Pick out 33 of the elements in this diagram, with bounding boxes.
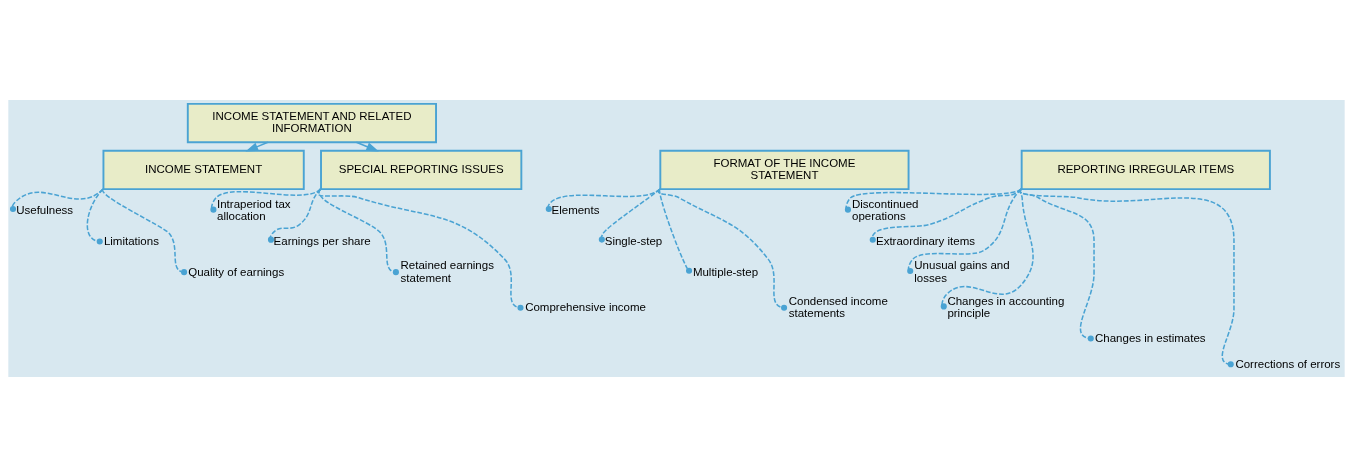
connector [844, 187, 1022, 213]
node-text: Elements [551, 203, 600, 216]
arrow [245, 141, 269, 152]
node-text: Multiple-step [692, 265, 759, 277]
node-text: Changes in accounting principle [947, 294, 1065, 319]
node-box: INCOME STATEMENT AND RELATED INFORMATION [186, 102, 437, 143]
node-text: Intraperiod tax allocation [217, 197, 291, 222]
node-text: Corrections of errors [1235, 357, 1341, 370]
node-box: REPORTING IRREGULAR ITEMS [1020, 149, 1271, 190]
node-text: Quality of earnings [188, 265, 285, 277]
node-text: Changes in estimates [1094, 331, 1206, 344]
node-box: FORMAT OF THE INCOME STATEMENT [659, 149, 910, 190]
connector [869, 187, 1022, 243]
connector [317, 187, 524, 311]
connector [9, 187, 104, 212]
node-text: Unusual gains and losses [914, 258, 1010, 284]
node-text: Extraordinary items [875, 234, 976, 247]
node-text: Limitations [103, 234, 159, 247]
connector [598, 187, 661, 243]
node-text: Comprehensive income [525, 300, 646, 313]
node-text: Single-step [604, 234, 663, 247]
node-text: Earnings per share [273, 234, 371, 247]
node-box: SPECIAL REPORTING ISSUES [320, 149, 523, 190]
node-text: Usefulness [16, 203, 74, 216]
connector [657, 187, 788, 311]
node-text: Retained earnings statement [400, 258, 494, 284]
connector [1019, 187, 1235, 367]
connector [102, 187, 188, 275]
node-text: Discontinued operations [852, 197, 919, 222]
node-box: INCOME STATEMENT [102, 149, 305, 190]
connector [1019, 187, 1095, 342]
connector [86, 187, 104, 245]
node-text: Condensed income statements [788, 294, 888, 319]
